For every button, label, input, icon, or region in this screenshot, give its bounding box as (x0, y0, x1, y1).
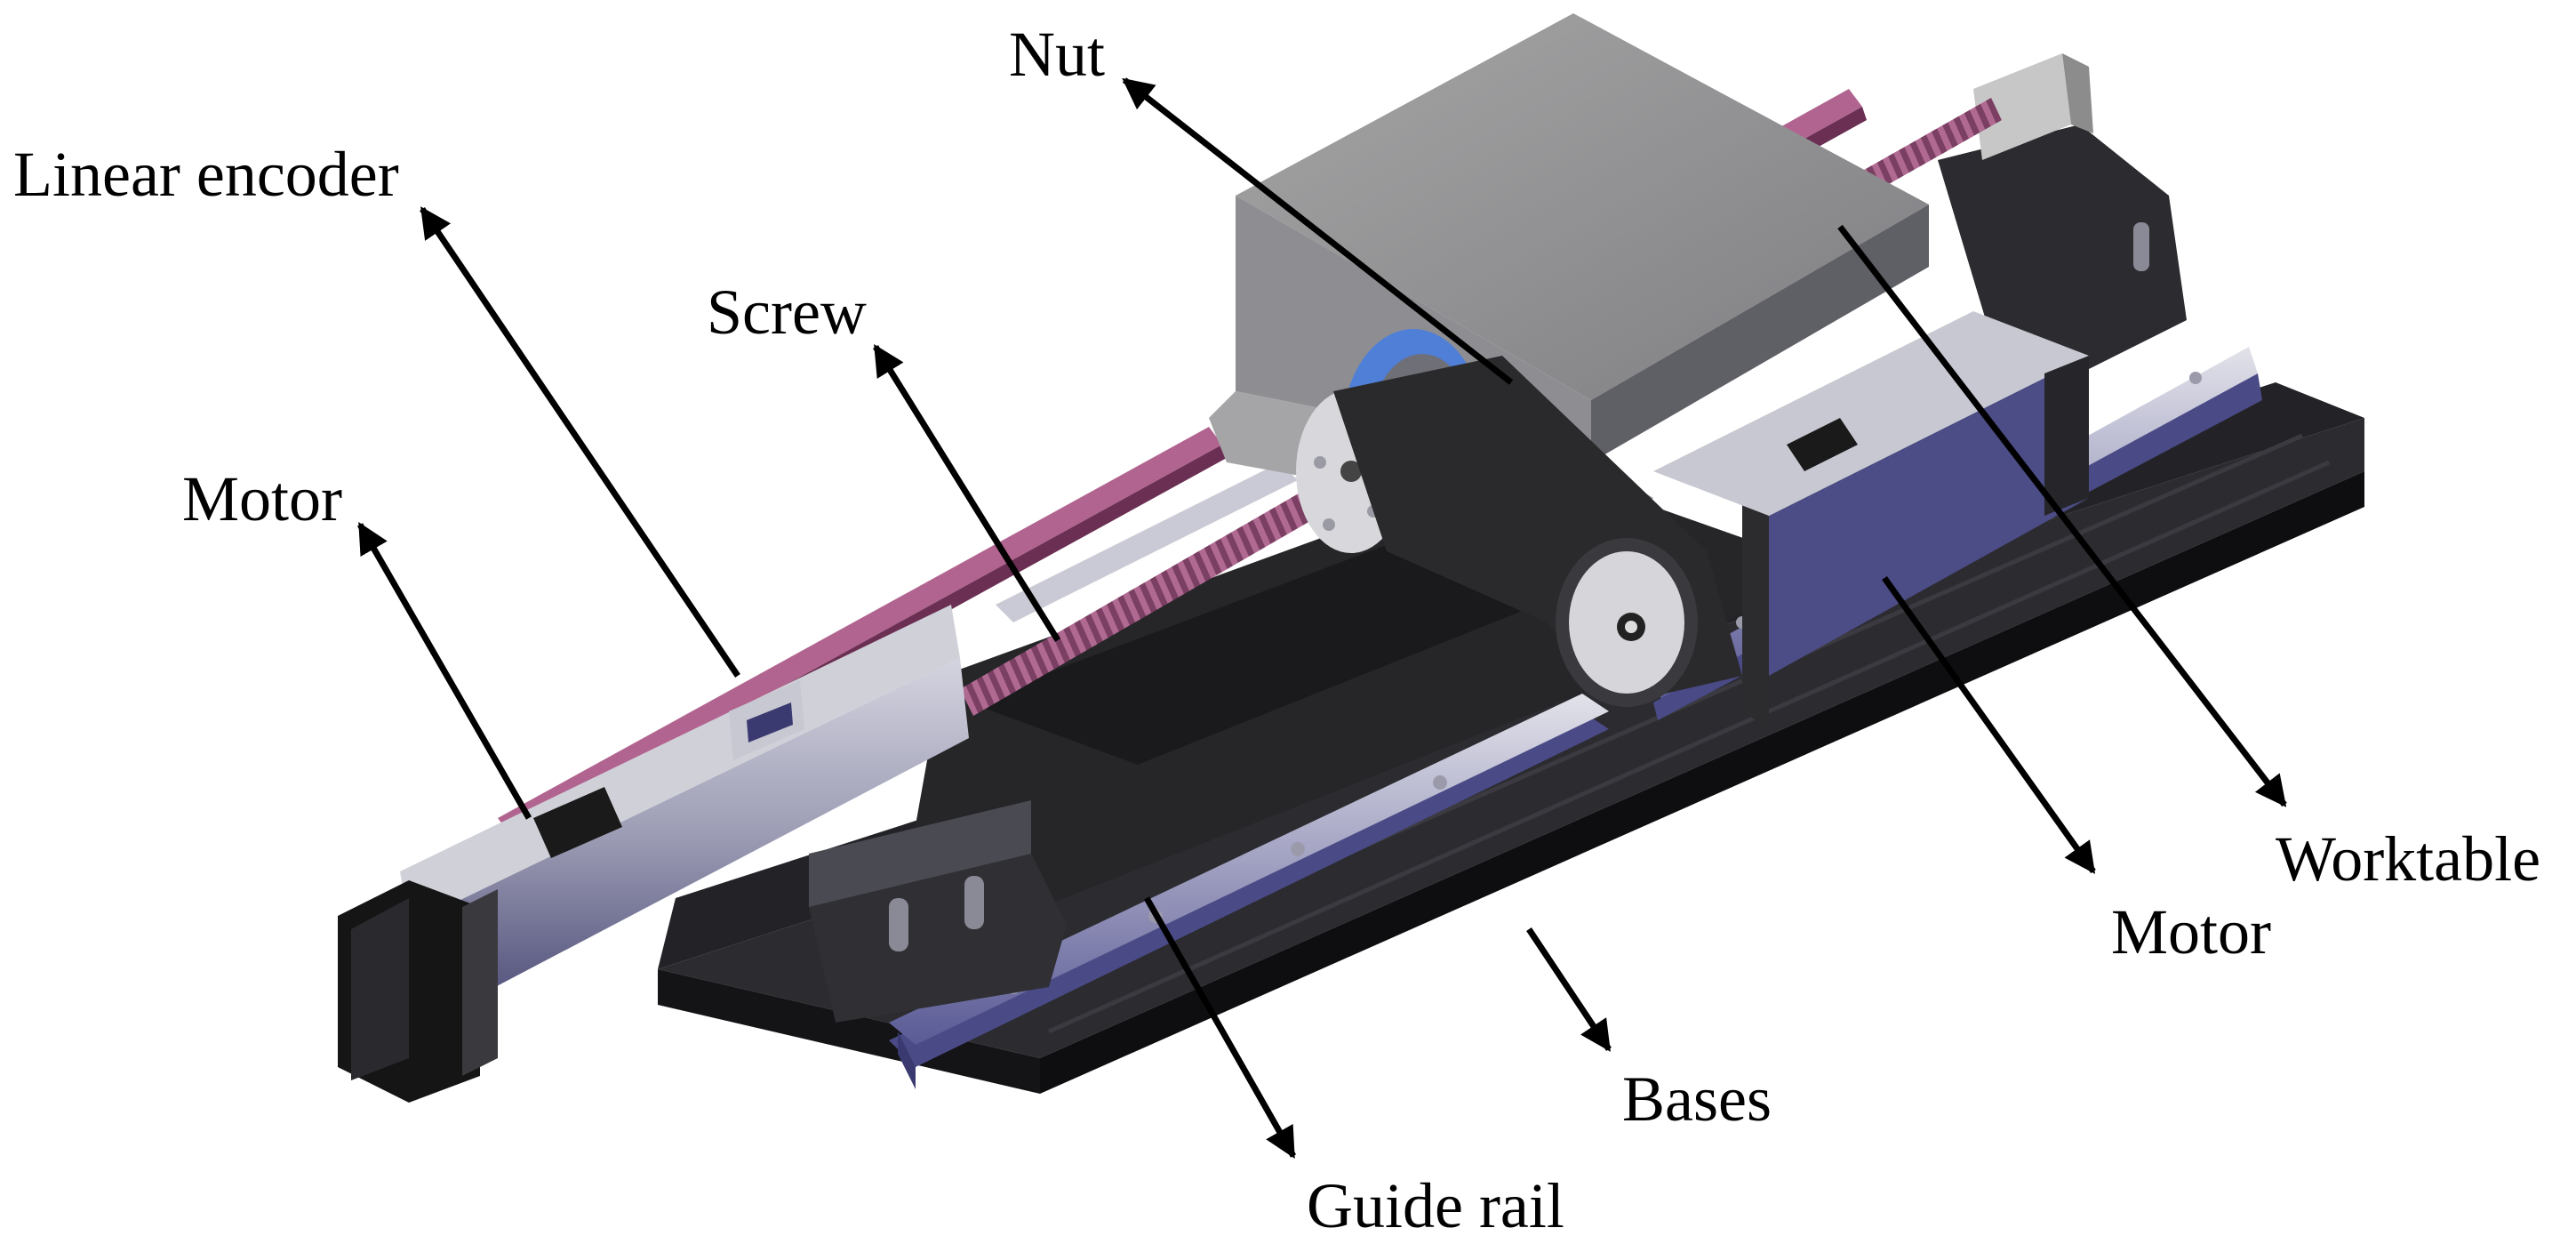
label-motor-left: Motor (182, 463, 342, 534)
label-screw: Screw (707, 277, 867, 348)
arrow-motor-left (356, 521, 532, 820)
label-motor-right: Motor (2111, 896, 2271, 967)
arrow-motor-right (1882, 575, 2096, 874)
label-nut: Nut (1009, 19, 1105, 90)
label-bases: Bases (1622, 1063, 1772, 1135)
arrow-screw (873, 344, 1060, 642)
arrow-bases (1526, 927, 1612, 1052)
ball-screw (960, 98, 2002, 716)
right-motor-body (1653, 311, 2089, 676)
label-linear-encoder: Linear encoder (13, 139, 399, 210)
label-guide-rail: Guide rail (1307, 1170, 1564, 1241)
callout-arrows (356, 77, 2287, 1160)
label-worktable: Worktable (2276, 823, 2540, 895)
arrow-linear-encoder (420, 206, 740, 678)
left-motor-body (338, 605, 969, 1103)
belt-drive (1333, 356, 1769, 729)
arrow-guide-rail (1143, 896, 1297, 1160)
right-support (1938, 53, 2187, 373)
callout-labels: Nut Linear encoder Screw Motor Worktable… (13, 19, 2540, 1241)
left-support (809, 800, 1067, 1023)
arrow-worktable (1837, 224, 2287, 807)
arrow-nut (1122, 77, 1514, 385)
machine-illustration (338, 13, 2364, 1103)
